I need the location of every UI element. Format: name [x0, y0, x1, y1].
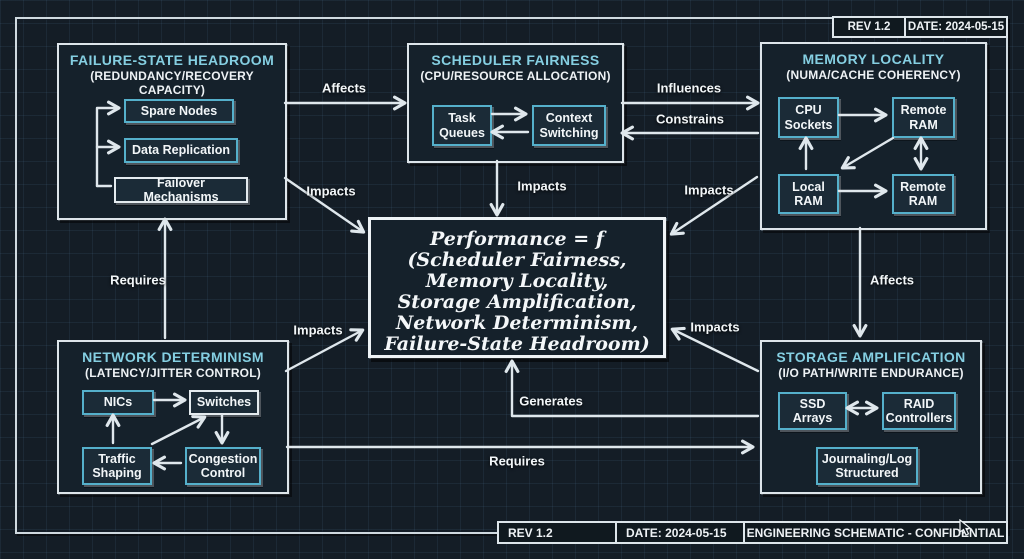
node-context-switching: Context Switching	[532, 105, 606, 146]
node-traffic-shaping: Traffic Shaping	[82, 447, 152, 485]
scheduler-panel-title: SCHEDULER FAIRNESS	[431, 52, 600, 68]
node-task-queues: Task Queues	[432, 105, 492, 146]
panel-memory-locality: MEMORY LOCALITY (NUMA/CACHE COHERENCY) C…	[760, 42, 987, 230]
performance-formula-box: Performance = f (Scheduler Fairness, Mem…	[368, 217, 666, 358]
storage-panel-title: STORAGE AMPLIFICATION	[776, 349, 966, 365]
node-local-ram: Local RAM	[778, 174, 839, 214]
label-generates: Generates	[519, 393, 583, 409]
scheduler-panel-subtitle: (CPU/RESOURCE ALLOCATION)	[420, 69, 611, 83]
formula-line-1: Performance = f	[430, 228, 604, 250]
label-impacts-network: Impacts	[293, 322, 343, 338]
rev-box-top: REV 1.2	[832, 16, 906, 38]
node-data-replication: Data Replication	[124, 138, 238, 163]
mouse-cursor-icon	[959, 519, 973, 536]
label-affects-top: Affects	[321, 80, 367, 96]
panel-network-determinism: NETWORK DETERMINISM (LATENCY/JITTER CONT…	[57, 340, 289, 494]
node-congestion-control: Congestion Control	[185, 447, 261, 485]
panel-storage-amplification: STORAGE AMPLIFICATION (I/O PATH/WRITE EN…	[760, 340, 982, 494]
formula-line-5: Network Determinism,	[395, 312, 639, 334]
label-requires-left: Requires	[110, 272, 166, 288]
memory-panel-subtitle: (NUMA/CACHE COHERENCY)	[786, 68, 961, 82]
network-panel-subtitle: (LATENCY/JITTER CONTROL)	[85, 366, 261, 380]
node-journaling-log-structured: Journaling/Log Structured	[816, 447, 918, 485]
node-remote-ram-bottom: Remote RAM	[892, 174, 954, 214]
failure-panel-subtitle: (REDUNDANCY/RECOVERY CAPACITY)	[90, 69, 254, 97]
label-impacts-storage: Impacts	[690, 319, 740, 335]
node-remote-ram-top: Remote RAM	[892, 97, 955, 138]
rev-box-bottom: REV 1.2	[497, 521, 617, 544]
formula-line-4: Storage Amplification,	[397, 291, 637, 313]
date-box-bottom: DATE: 2024-05-15	[615, 521, 745, 544]
node-raid-controllers: RAID Controllers	[882, 392, 956, 430]
formula-line-3: Memory Locality,	[425, 270, 609, 292]
node-nics: NICs	[82, 390, 154, 415]
panel-failure-state-headroom: FAILURE-STATE HEADROOM (REDUNDANCY/RECOV…	[57, 43, 287, 220]
node-spare-nodes: Spare Nodes	[124, 99, 234, 123]
panel-scheduler-fairness: SCHEDULER FAIRNESS (CPU/RESOURCE ALLOCAT…	[407, 43, 624, 163]
date-box-top: DATE: 2024-05-15	[904, 16, 1008, 38]
classification-box: ENGINEERING SCHEMATIC - CONFIDENTIAL	[743, 521, 1008, 544]
formula-line-2: (Scheduler Fairness,	[407, 249, 627, 271]
network-panel-title: NETWORK DETERMINISM	[82, 349, 264, 365]
rev-top-text: REV 1.2	[847, 21, 891, 33]
label-constrains: Constrains	[656, 111, 724, 127]
storage-panel-subtitle: (I/O PATH/WRITE ENDURANCE)	[778, 366, 964, 380]
node-cpu-sockets: CPU Sockets	[778, 97, 839, 138]
label-impacts-memory: Impacts	[684, 182, 734, 198]
rev-bottom-text: REV 1.2	[508, 525, 553, 540]
memory-panel-title: MEMORY LOCALITY	[802, 51, 945, 67]
node-failover-mechanisms: Failover Mechanisms	[114, 176, 248, 204]
date-top-text: DATE: 2024-05-15	[907, 21, 1005, 33]
node-ssd-arrays: SSD Arrays	[778, 392, 847, 430]
label-impacts-scheduler: Impacts	[517, 178, 567, 194]
date-bottom-text: DATE: 2024-05-15	[626, 525, 727, 540]
classification-text: ENGINEERING SCHEMATIC - CONFIDENTIAL	[746, 525, 1005, 540]
node-switches: Switches	[189, 390, 259, 415]
label-requires-bottom: Requires	[489, 453, 545, 469]
label-impacts-failure: Impacts	[306, 183, 356, 199]
failure-panel-title: FAILURE-STATE HEADROOM	[69, 52, 275, 68]
formula-line-6: Failure-State Headroom)	[384, 333, 650, 355]
label-affects-right: Affects	[869, 272, 915, 288]
label-influences: Influences	[656, 80, 722, 96]
